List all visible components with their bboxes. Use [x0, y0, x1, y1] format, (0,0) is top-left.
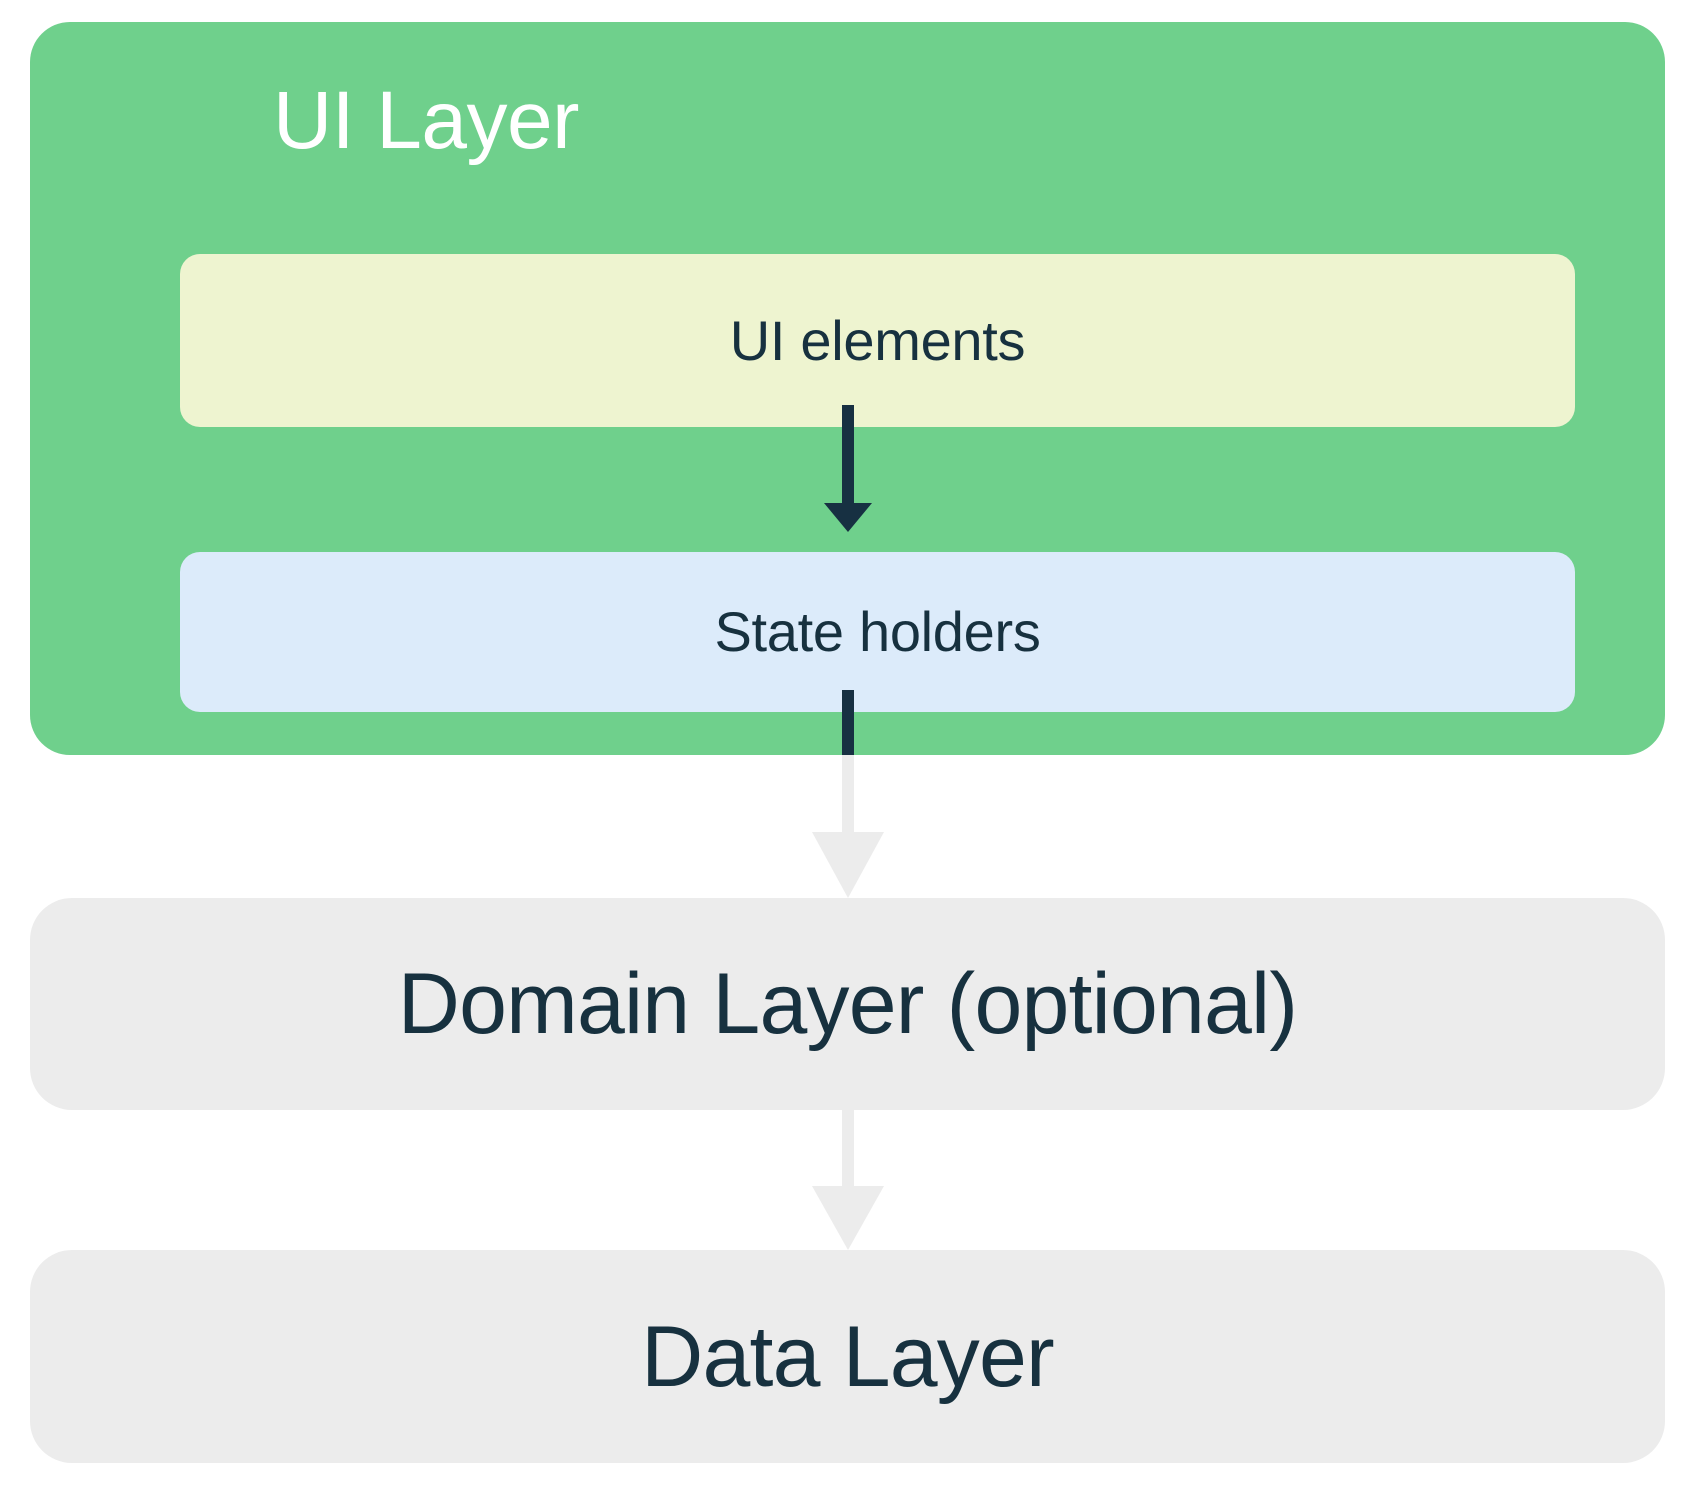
domain-layer-box: Domain Layer (optional)	[30, 898, 1665, 1110]
state-holders-box: State holders	[180, 552, 1575, 712]
domain-layer-label: Domain Layer (optional)	[397, 956, 1298, 1052]
ui-elements-box: UI elements	[180, 254, 1575, 427]
ui-layer-title: UI Layer	[273, 75, 579, 166]
data-layer-box: Data Layer	[30, 1250, 1665, 1463]
ui-elements-label: UI elements	[729, 308, 1026, 372]
ui-layer-container: UI Layer UI elements State holders	[30, 22, 1665, 755]
arrow-state-holders-stub-dark	[842, 690, 854, 755]
state-holders-label: State holders	[714, 600, 1041, 663]
data-layer-label: Data Layer	[641, 1308, 1054, 1405]
arrow-ui-elements-to-state-holders	[824, 405, 872, 532]
